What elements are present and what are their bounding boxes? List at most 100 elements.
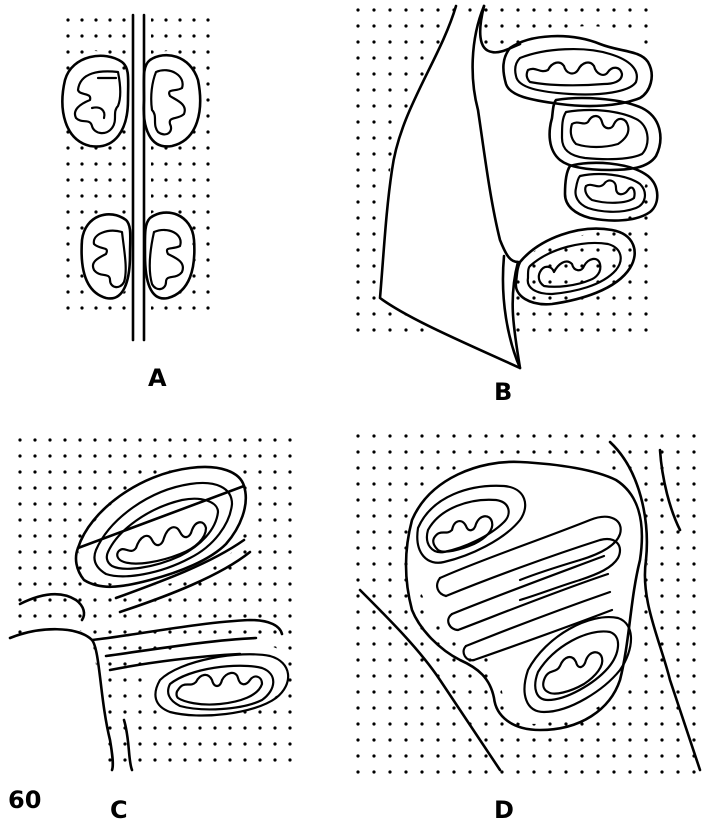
stipple-dot bbox=[404, 594, 407, 597]
stipple-dot bbox=[388, 674, 391, 677]
stipple-dot bbox=[192, 274, 195, 277]
stipple-dot bbox=[213, 726, 216, 729]
stipple-dot bbox=[93, 438, 96, 441]
stipple-dot bbox=[372, 136, 375, 139]
stipple-dot bbox=[123, 678, 126, 681]
stipple-dot bbox=[404, 690, 407, 693]
stipple-dot bbox=[18, 518, 21, 521]
stipple-dot bbox=[356, 722, 359, 725]
stipple-dot bbox=[612, 8, 615, 11]
stipple-dot bbox=[213, 582, 216, 585]
stipple-dot bbox=[612, 312, 615, 315]
stipple-dot bbox=[372, 594, 375, 597]
stipple-dot bbox=[168, 598, 171, 601]
stipple-dot bbox=[372, 312, 375, 315]
stipple-dot bbox=[644, 264, 647, 267]
stipple-dot bbox=[153, 438, 156, 441]
stipple-dot bbox=[516, 296, 519, 299]
stipple-dot bbox=[404, 328, 407, 331]
stipple-dot bbox=[452, 754, 455, 757]
stipple-dot bbox=[80, 210, 83, 213]
stipple-dot bbox=[612, 466, 615, 469]
stipple-dot bbox=[388, 498, 391, 501]
stipple-dot bbox=[420, 8, 423, 11]
stipple-dot bbox=[532, 754, 535, 757]
stipple-dot bbox=[372, 24, 375, 27]
stipple-dot bbox=[404, 626, 407, 629]
stipple-dot bbox=[404, 706, 407, 709]
stipple-dot bbox=[108, 710, 111, 713]
stipple-dot bbox=[198, 614, 201, 617]
stipple-dot bbox=[596, 296, 599, 299]
stipple-dot bbox=[123, 742, 126, 745]
stipple-dot bbox=[388, 770, 391, 773]
stipple-dot bbox=[372, 40, 375, 43]
stipple-dot bbox=[108, 146, 111, 149]
stipple-dot bbox=[228, 454, 231, 457]
stipple-dot bbox=[468, 754, 471, 757]
stipple-dot bbox=[612, 754, 615, 757]
stipple-dot bbox=[676, 466, 679, 469]
stipple-dot bbox=[644, 610, 647, 613]
stipple-dot bbox=[596, 450, 599, 453]
stipple-dot bbox=[258, 630, 261, 633]
stipple-dot bbox=[660, 434, 663, 437]
stipple-dot bbox=[692, 546, 695, 549]
stipple-dot bbox=[178, 18, 181, 21]
stipple-dot bbox=[676, 514, 679, 517]
stipple-dot bbox=[168, 758, 171, 761]
stipple-dot bbox=[500, 706, 503, 709]
stipple-dot bbox=[108, 178, 111, 181]
stipple-dot bbox=[564, 248, 567, 251]
stipple-dot bbox=[138, 694, 141, 697]
stipple-dot bbox=[404, 482, 407, 485]
stipple-dot bbox=[93, 502, 96, 505]
stipple-dot bbox=[692, 450, 695, 453]
stipple-dot bbox=[372, 738, 375, 741]
stipple-dot bbox=[80, 306, 83, 309]
stipple-dot bbox=[644, 450, 647, 453]
stipple-dot bbox=[273, 550, 276, 553]
stipple-dot bbox=[500, 738, 503, 741]
stipple-dot bbox=[596, 312, 599, 315]
stipple-dot bbox=[288, 598, 291, 601]
stipple-dot bbox=[420, 434, 423, 437]
stipple-dot bbox=[516, 450, 519, 453]
stipple-dot bbox=[198, 454, 201, 457]
stipple-dot bbox=[93, 630, 96, 633]
stipple-dot bbox=[356, 168, 359, 171]
stipple-dot bbox=[548, 770, 551, 773]
stipple-dot bbox=[420, 770, 423, 773]
stipple-dot bbox=[78, 614, 81, 617]
stipple-dot bbox=[644, 674, 647, 677]
stipple-dot bbox=[372, 264, 375, 267]
stipple-dot bbox=[532, 328, 535, 331]
stipple-dot bbox=[78, 518, 81, 521]
stipple-dot bbox=[676, 722, 679, 725]
stipple-dot bbox=[138, 614, 141, 617]
stipple-dot bbox=[138, 598, 141, 601]
stipple-dot bbox=[123, 758, 126, 761]
stipple-dot bbox=[33, 566, 36, 569]
stipple-dot bbox=[178, 306, 181, 309]
stipple-dot bbox=[93, 454, 96, 457]
stipple-dot bbox=[192, 162, 195, 165]
stipple-dot bbox=[18, 614, 21, 617]
stipple-dot bbox=[122, 34, 125, 37]
stipple-dot bbox=[168, 614, 171, 617]
stipple-dot bbox=[468, 738, 471, 741]
stipple-dot bbox=[206, 290, 209, 293]
stipple-dot bbox=[123, 598, 126, 601]
stipple-dot bbox=[18, 550, 21, 553]
stipple-dot bbox=[548, 8, 551, 11]
stipple-dot bbox=[243, 566, 246, 569]
stipple-dot bbox=[356, 482, 359, 485]
stipple-dot bbox=[123, 438, 126, 441]
stipple-dot bbox=[404, 450, 407, 453]
stipple-dot bbox=[80, 18, 83, 21]
stipple-dot bbox=[108, 18, 111, 21]
stipple-dot bbox=[516, 312, 519, 315]
stipple-dot bbox=[644, 642, 647, 645]
stipple-dot bbox=[388, 514, 391, 517]
stipple-dot bbox=[388, 8, 391, 11]
